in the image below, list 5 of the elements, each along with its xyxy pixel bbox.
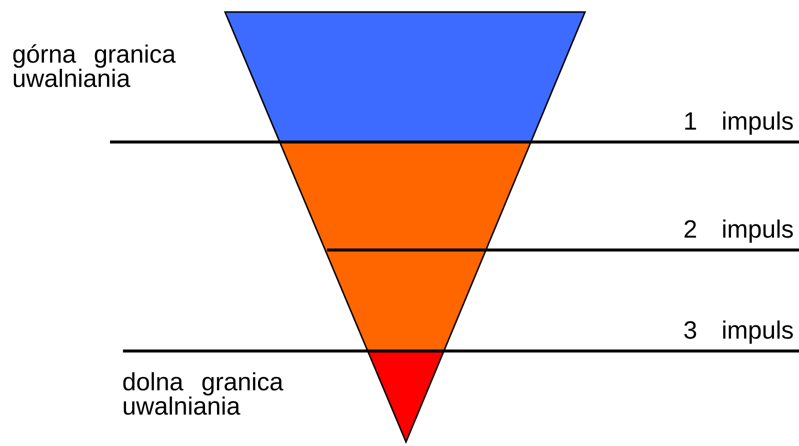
label-text: 2 impuls: [684, 220, 793, 243]
label-text: górna granica uwalniania: [13, 44, 176, 88]
label-text: 3 impuls: [684, 320, 793, 344]
label-text: 1 impuls: [685, 112, 793, 135]
label-text: dolna granica uwalniania: [123, 372, 284, 415]
